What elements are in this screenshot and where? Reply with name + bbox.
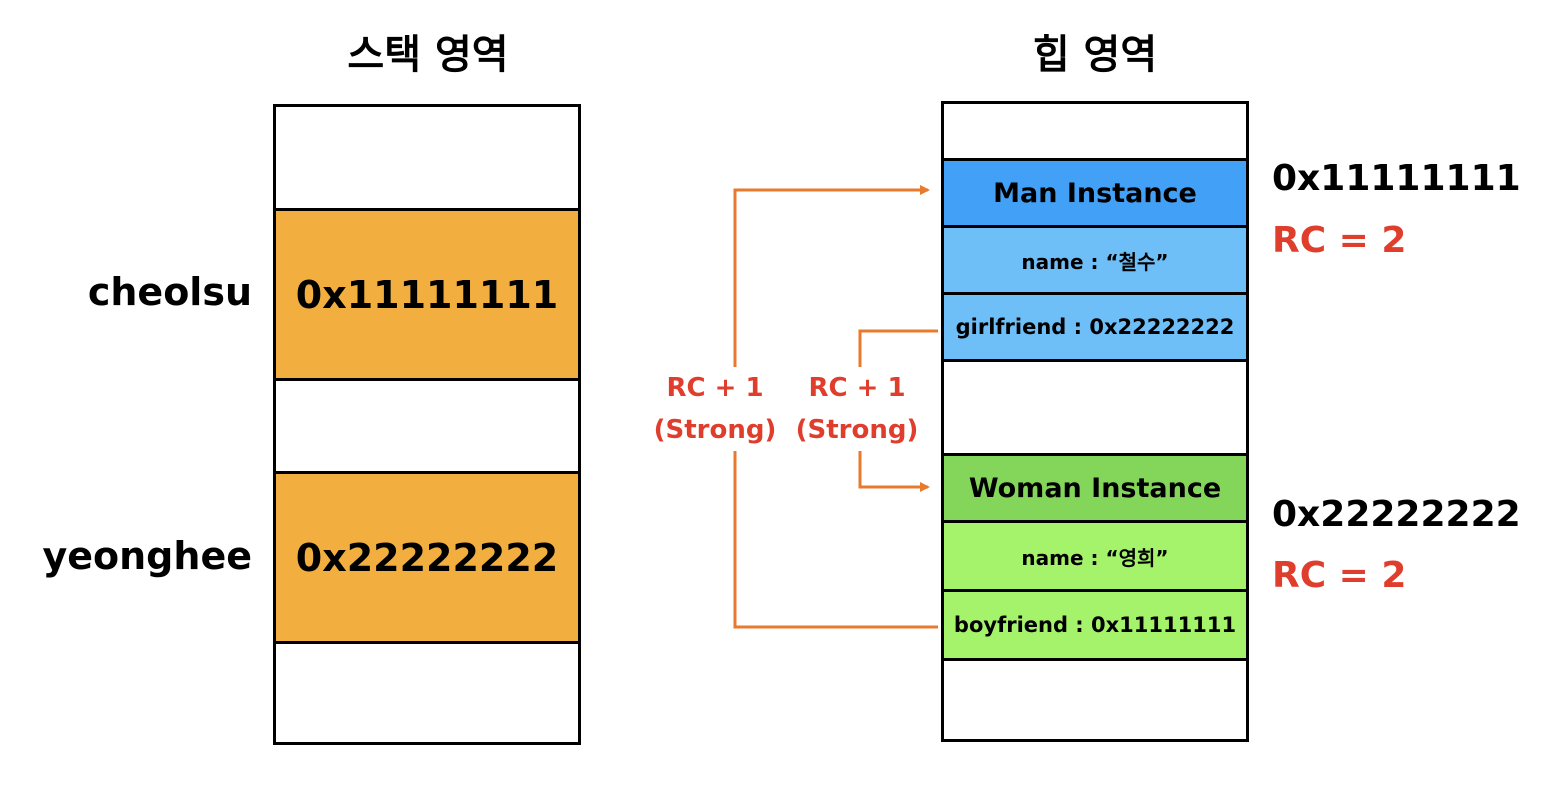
woman-instance-label: Woman Instance xyxy=(968,472,1222,504)
man-girlfriend-label: girlfriend : 0x22222222 xyxy=(955,315,1235,339)
heap-column: Man Instance name : “철수” girlfriend : 0x… xyxy=(941,101,1249,742)
stack-cell-yeonghee: 0x22222222 xyxy=(276,474,578,641)
man-name-field: name : “철수” xyxy=(944,228,1246,292)
man-rc: RC = 2 xyxy=(1272,220,1407,261)
man-girlfriend-field: girlfriend : 0x22222222 xyxy=(944,295,1246,359)
heap-title: 힙 영역 xyxy=(1032,32,1158,78)
stack-cell-value: 0x22222222 xyxy=(295,535,559,580)
edge-label-inner-line2: (Strong) xyxy=(795,415,919,445)
stack-column: 0x11111111 0x22222222 xyxy=(273,104,581,745)
man-address: 0x11111111 xyxy=(1272,158,1521,199)
woman-instance-header: Woman Instance xyxy=(944,456,1246,520)
woman-boyfriend-label: boyfriend : 0x11111111 xyxy=(953,613,1237,637)
stack-cell-cheolsu: 0x11111111 xyxy=(276,211,578,378)
woman-rc: RC = 2 xyxy=(1272,555,1407,596)
var-name-cheolsu: cheolsu xyxy=(87,270,252,314)
man-instance-header: Man Instance xyxy=(944,161,1246,225)
edge-label-outer: RC + 1 (Strong) xyxy=(650,367,780,451)
man-name-label: name : “철수” xyxy=(1021,249,1169,274)
edge-label-inner: RC + 1 (Strong) xyxy=(792,367,922,451)
edge-label-inner-line1: RC + 1 xyxy=(808,373,906,403)
edge-label-outer-line1: RC + 1 xyxy=(666,373,764,403)
man-instance-label: Man Instance xyxy=(993,177,1197,209)
stack-title: 스택 영역 xyxy=(347,32,509,78)
var-name-yeonghee: yeonghee xyxy=(42,534,252,578)
stack-cell-value: 0x11111111 xyxy=(295,272,559,317)
woman-address: 0x22222222 xyxy=(1272,494,1521,535)
edge-label-outer-line2: (Strong) xyxy=(653,415,777,445)
woman-boyfriend-field: boyfriend : 0x11111111 xyxy=(944,592,1246,658)
woman-name-label: name : “영희” xyxy=(1021,545,1169,570)
woman-name-field: name : “영희” xyxy=(944,523,1246,589)
